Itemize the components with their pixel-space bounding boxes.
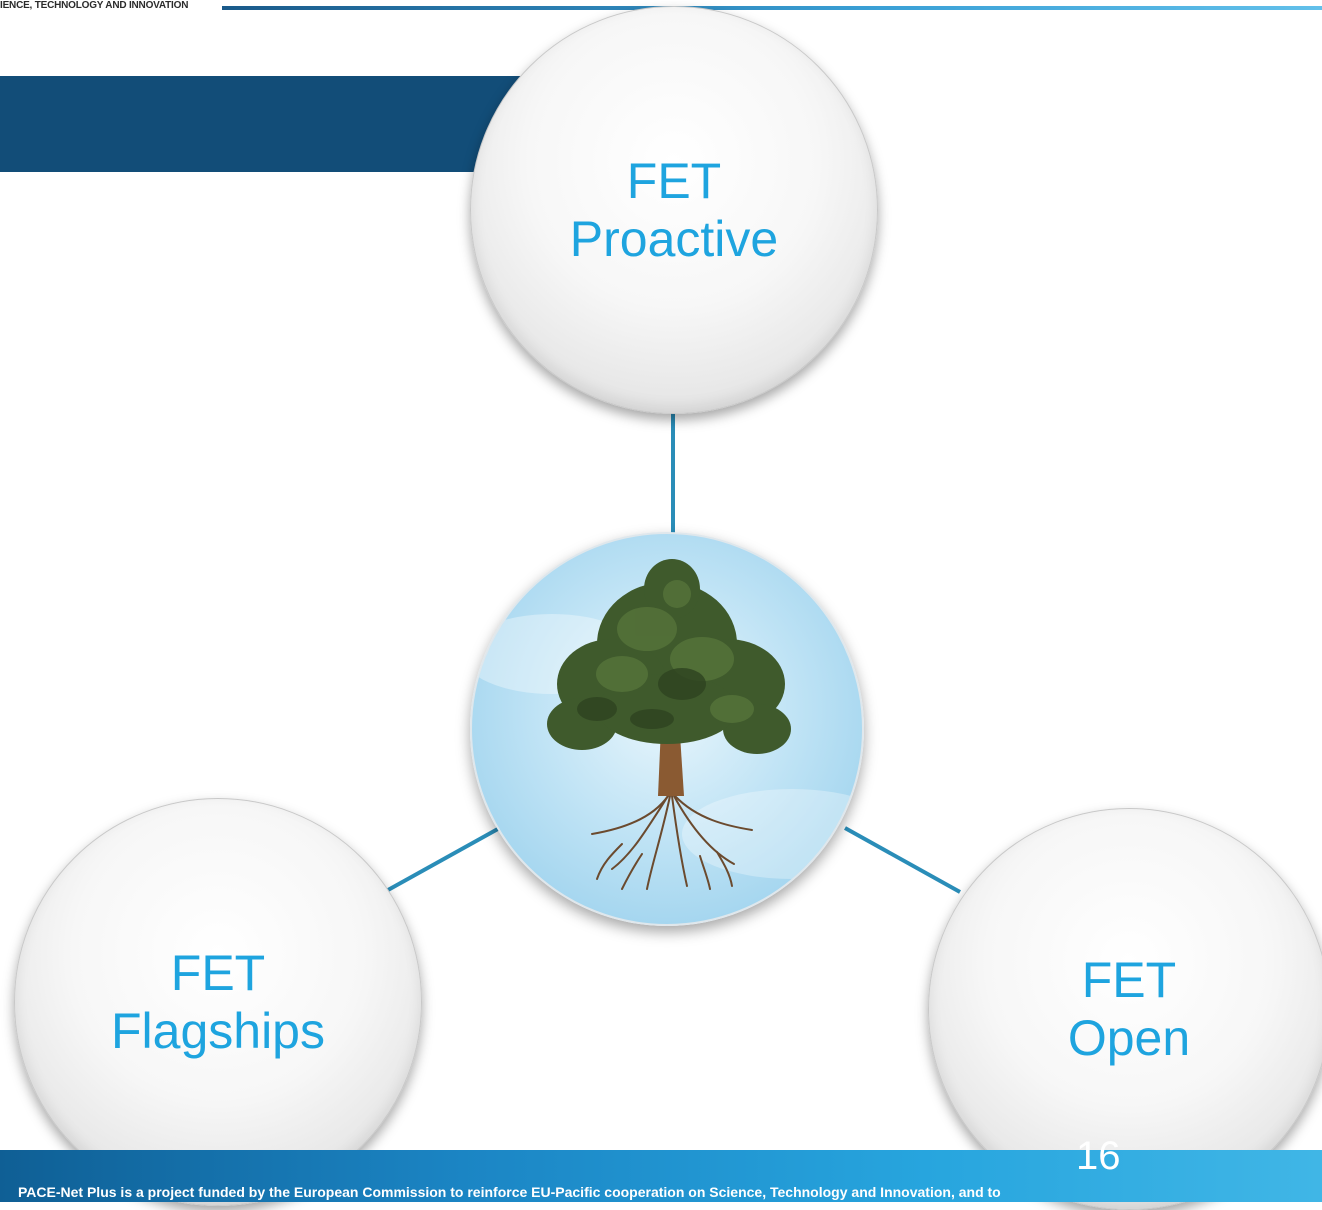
- node-line1: FET: [1081, 952, 1177, 1008]
- header-rule: [222, 6, 1322, 10]
- node-line1: FET: [170, 945, 266, 1001]
- node-line2: Proactive: [569, 211, 779, 267]
- node-fet-open[interactable]: FET Open: [928, 808, 1322, 1210]
- node-line1: FET: [626, 153, 722, 209]
- node-label: FET Open: [1068, 951, 1190, 1067]
- node-fet-proactive[interactable]: FET Proactive: [470, 6, 878, 414]
- connector-left: [387, 823, 506, 892]
- node-label: FET Proactive: [570, 152, 778, 268]
- center-tree-node[interactable]: [470, 532, 864, 926]
- node-fet-flagships[interactable]: FET Flagships: [14, 798, 422, 1206]
- node-label: FET Flagships: [111, 944, 325, 1060]
- node-line2: Flagships: [111, 1003, 325, 1059]
- header-tagline: IENCE, TECHNOLOGY AND INNOVATION: [0, 0, 189, 11]
- tree-illustration: [472, 559, 862, 890]
- node-line2: Open: [1067, 1010, 1191, 1066]
- footer-bar: [0, 1150, 1322, 1202]
- footer-funding-text: PACE-Net Plus is a project funded by the…: [18, 1184, 1001, 1200]
- page-number: 16: [1076, 1134, 1121, 1178]
- title-band: [0, 76, 560, 172]
- connector-right: [844, 826, 961, 894]
